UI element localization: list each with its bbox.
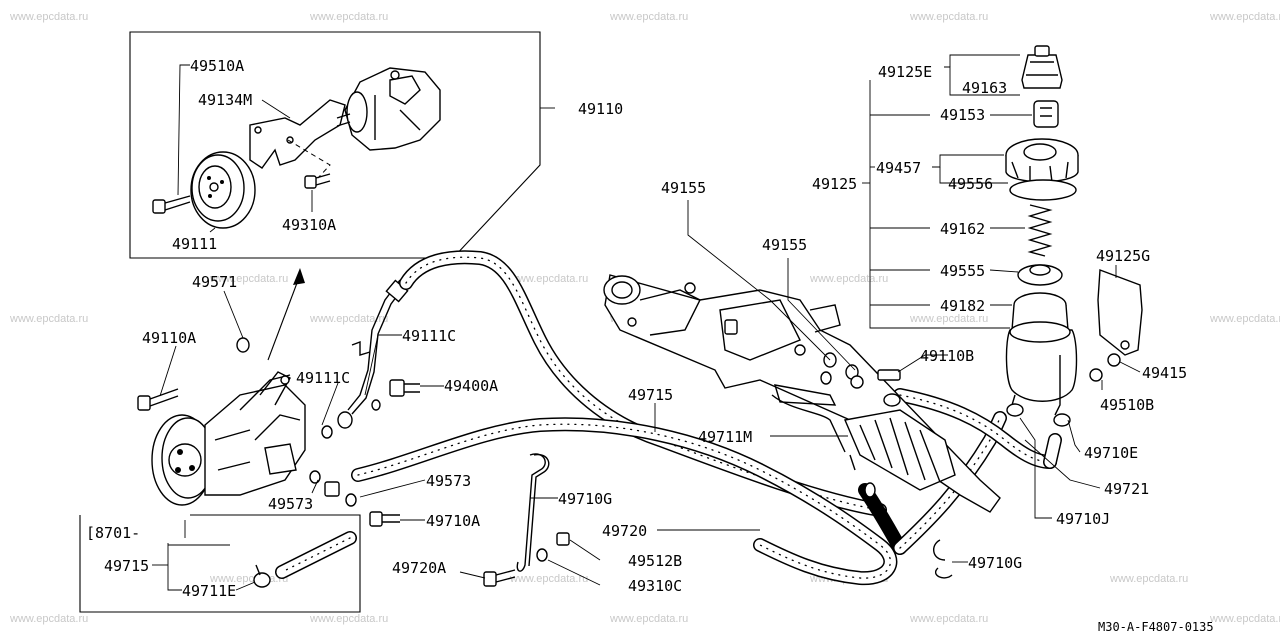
- part-label-49721: 49721: [1104, 480, 1149, 498]
- part-label-49111: 49111: [172, 235, 217, 253]
- watermark: www.epcdata.ru: [9, 613, 88, 625]
- part-label-49155: 49155: [661, 179, 706, 197]
- part-label-49715: 49715: [104, 557, 149, 575]
- rack-boot-drawing: [844, 409, 956, 491]
- variant-8701-box: [8701- 49715 49711E: [79, 514, 361, 613]
- variant-label-8701: [8701-: [86, 524, 140, 542]
- diagram-reference-code: M30-A-F4807-0135: [1098, 620, 1214, 634]
- part-label-49710E: 49710E: [1084, 444, 1138, 462]
- part-label-49163: 49163: [962, 79, 1007, 97]
- reservoir-cap: [1021, 45, 1063, 89]
- part-label-49457: 49457: [876, 159, 921, 177]
- filter-element: [1033, 100, 1059, 128]
- watermark: www.epcdata.ru: [909, 11, 988, 23]
- watermark: www.epcdata.ru: [309, 11, 388, 23]
- rack-return-hose: [858, 411, 1007, 555]
- bolt-drawing: [304, 173, 331, 189]
- watermark: www.epcdata.ru: [9, 313, 88, 325]
- part-label-49710A: 49710A: [426, 512, 480, 530]
- power-steering-pump-assembly: [137, 337, 306, 506]
- part-label-49162: 49162: [940, 220, 985, 238]
- watermark: www.epcdata.ru: [9, 11, 88, 23]
- part-label-49715: 49715: [628, 386, 673, 404]
- part-label-49400A: 49400A: [444, 377, 498, 395]
- watermark: www.epcdata.ru: [309, 313, 388, 325]
- part-label-49556: 49556: [948, 175, 993, 193]
- part-label-49573: 49573: [268, 495, 313, 513]
- part-label-49153: 49153: [940, 106, 985, 124]
- part-label-49710J: 49710J: [1056, 510, 1110, 528]
- part-label-49720: 49720: [602, 522, 647, 540]
- part-label-49571: 49571: [192, 273, 237, 291]
- watermark: www.epcdata.ru: [909, 613, 988, 625]
- part-label-49310C: 49310C: [628, 577, 682, 595]
- watermark: www.epcdata.ru: [1209, 11, 1280, 23]
- part-label-49110B: 49110B: [920, 347, 974, 365]
- hose-clamps: [933, 403, 1071, 579]
- watermark: www.epcdata.ru: [1209, 313, 1280, 325]
- watermark: www.epcdata.ru: [309, 613, 388, 625]
- part-label-49415: 49415: [1142, 364, 1187, 382]
- part-label-49155: 49155: [762, 236, 807, 254]
- part-label-49310A: 49310A: [282, 216, 336, 234]
- inset-pointer-arrow: [267, 274, 301, 361]
- hose-bracket-drawing: [483, 453, 570, 587]
- watermark: www.epcdata.ru: [509, 573, 588, 585]
- watermark: www.epcdata.ru: [1209, 613, 1280, 625]
- filler-neck-cap: [1005, 138, 1079, 201]
- part-label-49711E: 49711E: [182, 582, 236, 600]
- watermark: www.epcdata.ru: [609, 11, 688, 23]
- part-label-49134M: 49134M: [198, 91, 252, 109]
- pressure-pipe-fittings: [309, 279, 420, 527]
- pump-body-drawing: [336, 67, 441, 151]
- part-label-49555: 49555: [940, 262, 985, 280]
- watermark: www.epcdata.ru: [1109, 573, 1188, 585]
- part-label-49710G: 49710G: [968, 554, 1022, 572]
- watermark: www.epcdata.ru: [909, 313, 988, 325]
- part-label-49110A: 49110A: [142, 329, 196, 347]
- part-label-49510A: 49510A: [190, 57, 244, 75]
- watermark: www.epcdata.ru: [509, 273, 588, 285]
- part-label-49111C: 49111C: [402, 327, 456, 345]
- part-label-49125G: 49125G: [1096, 247, 1150, 265]
- part-label-49111C: 49111C: [296, 369, 350, 387]
- bolt-drawing: [152, 195, 191, 214]
- watermark: www.epcdata.ru: [809, 273, 888, 285]
- pressure-hose: [351, 417, 898, 586]
- reservoir-bracket: [1089, 269, 1143, 382]
- watermark: www.epcdata.ru: [609, 613, 688, 625]
- part-label-49720A: 49720A: [392, 559, 446, 577]
- spring-drawing: [1027, 204, 1053, 257]
- arrow-head: [293, 268, 305, 285]
- part-label-49573: 49573: [426, 472, 471, 490]
- pump-detail-inset: 49510A 49134M 49110 49111 49310A: [129, 31, 623, 259]
- pulley-drawing: [190, 151, 256, 229]
- steering-gear-rack: [603, 274, 1001, 513]
- part-label-49125: 49125: [812, 175, 857, 193]
- reservoir-tank: [1005, 292, 1078, 416]
- part-label-49710G: 49710G: [558, 490, 612, 508]
- part-label-49125E: 49125E: [878, 63, 932, 81]
- part-label-49512B: 49512B: [628, 552, 682, 570]
- watermark: www.epcdata.ru: [209, 273, 288, 285]
- seal-plate: [1017, 264, 1063, 286]
- part-label-49182: 49182: [940, 297, 985, 315]
- bracket-drawing: [249, 99, 346, 169]
- reservoir-return-hose: [893, 388, 1062, 469]
- part-label-49110: 49110: [578, 100, 623, 118]
- part-label-49711M: 49711M: [698, 428, 752, 446]
- part-label-49510B: 49510B: [1100, 396, 1154, 414]
